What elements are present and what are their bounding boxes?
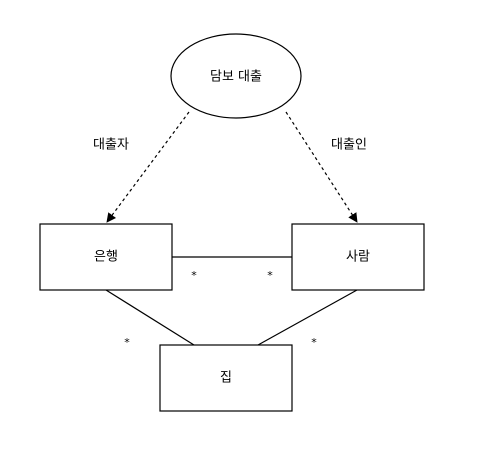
person-house-association[interactable] <box>257 289 358 346</box>
bank-person-multiplicity-left: * <box>191 269 197 282</box>
lender-dependency-arrow[interactable] <box>106 111 190 223</box>
bank-box <box>39 223 173 291</box>
person-box <box>291 223 425 291</box>
node-bank[interactable]: 은행 <box>39 223 173 291</box>
house-box <box>159 344 293 412</box>
lender-role-label: 대출자 <box>93 138 129 153</box>
house-label: 집 <box>220 371 232 386</box>
secured-loan-ellipse <box>170 33 302 119</box>
bank-house-association[interactable] <box>105 289 195 346</box>
node-secured-loan[interactable]: 담보 대출 <box>170 33 302 119</box>
node-house[interactable]: 집 <box>159 344 293 412</box>
node-person[interactable]: 사람 <box>291 223 425 291</box>
bank-house-multiplicity: * <box>124 336 130 349</box>
borrower-dependency-arrow[interactable] <box>285 111 358 223</box>
person-house-multiplicity: * <box>311 336 317 349</box>
borrower-role-label: 대출인 <box>331 138 367 153</box>
person-label: 사람 <box>346 250 370 265</box>
bank-label: 은행 <box>94 249 118 265</box>
secured-loan-label: 담보 대출 <box>210 70 262 85</box>
bank-person-multiplicity-right: * <box>267 269 273 282</box>
